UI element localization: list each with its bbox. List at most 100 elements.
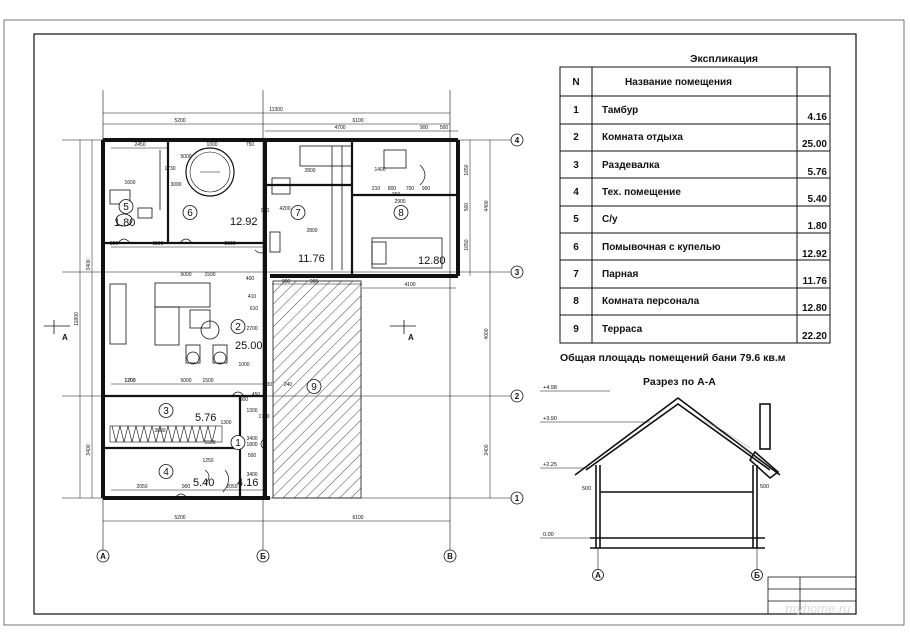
room-4-number: 4 <box>163 467 169 478</box>
header-name: Название помещения <box>625 77 732 88</box>
dim-inner-32: 900 <box>240 397 249 403</box>
room-9-marker <box>306 379 322 394</box>
dim-right_c: 3400 <box>484 444 490 455</box>
dim-inner-12: 900 <box>422 186 431 192</box>
room-7-area: 11.76 <box>298 253 325 265</box>
lounge-furniture <box>109 282 228 365</box>
dim-inner-7: 2800 <box>304 168 315 174</box>
dim-inner-18: 800 <box>110 241 119 247</box>
section-dim-right: 500 <box>760 484 769 490</box>
row-8-num: 8 <box>573 296 579 307</box>
dim-inner-27: 2700 <box>246 326 257 332</box>
row-8-name: Комната персонала <box>602 296 700 307</box>
row-9-name: Терраса <box>602 324 643 335</box>
row-1-area: 4.16 <box>808 112 828 123</box>
dim-inner-6: 1600 <box>124 180 135 186</box>
room-6-number: 6 <box>187 208 193 219</box>
dim-inner-2: 750 <box>246 142 255 148</box>
row-2-area: 25.00 <box>802 139 827 150</box>
room-2-number: 2 <box>235 322 241 333</box>
dim-inner-21: 1500 <box>204 272 215 278</box>
room-8-marker <box>393 205 409 220</box>
room-5-marker <box>118 199 134 214</box>
room-7-number: 7 <box>295 208 301 219</box>
dim-inner-4: 1730 <box>164 166 175 172</box>
room-5-area: 1.80 <box>114 217 135 229</box>
row-7-num: 7 <box>573 269 579 280</box>
dim-inner-13: 360 <box>392 192 401 198</box>
axis-row-2: 2 <box>515 392 520 401</box>
dim-inner-44: 3400 <box>246 436 257 442</box>
dim-inner-8: 1400 <box>374 167 385 173</box>
section-title: Разрез по А-А <box>643 376 716 388</box>
axis-row-1: 1 <box>515 494 520 503</box>
dim-inner-43: 3600 <box>154 428 165 434</box>
dim-inner-39: 900 <box>182 484 191 490</box>
row-2-num: 2 <box>573 132 579 143</box>
row-2-name: Комната отдыха <box>602 132 683 143</box>
room-8-number: 8 <box>398 208 404 219</box>
row-5-num: 5 <box>573 214 579 225</box>
dim-top_b: 6100 <box>352 118 363 124</box>
room-2-area: 25.00 <box>235 340 263 352</box>
dim-inner-42: 1500 <box>204 440 215 446</box>
dim-right_f: 500 <box>464 203 470 212</box>
row-1-name: Тамбур <box>602 104 638 116</box>
axis-col-b: Б <box>260 552 266 561</box>
room-5-number: 5 <box>123 202 129 213</box>
room-6-area: 12.92 <box>230 216 258 228</box>
row-6-name: Помывочная с купелью <box>602 242 721 253</box>
row-7-area: 11.76 <box>803 276 828 287</box>
room-2-marker <box>230 319 246 334</box>
row-5-name: С/у <box>602 214 618 225</box>
dim-right_a: 4400 <box>484 200 490 211</box>
inner-frame <box>33 33 857 615</box>
room-3-area: 5.76 <box>195 412 216 424</box>
room-7-marker <box>290 205 306 220</box>
dim-top_total: 11300 <box>269 107 283 113</box>
section-cut-marker <box>44 320 416 334</box>
dim-top_c: 4700 <box>334 125 345 131</box>
dim-left_a: 3400 <box>86 259 92 270</box>
section-dim-left: 500 <box>582 486 591 492</box>
dim-inner-10: 800 <box>388 186 397 192</box>
title-block <box>767 576 857 615</box>
dim-right_b: 4000 <box>484 328 490 339</box>
dim-inner-49: 610 <box>250 306 259 312</box>
dim-inner-48: 1750 <box>258 414 269 420</box>
dimension-lines <box>79 112 491 522</box>
explication-title: Экспликация <box>690 53 758 65</box>
dim-inner-36: 500 <box>248 453 257 459</box>
axis-col-v: В <box>447 552 453 561</box>
room-1-number: 1 <box>235 438 241 449</box>
dim-inner-17: 900 <box>261 208 270 214</box>
dim-inner-0: 2450 <box>134 142 145 148</box>
dim-inner-23: 400 <box>246 276 255 282</box>
room-8-area: 12.80 <box>418 255 446 267</box>
dim-inner-31: 5000 <box>180 378 191 384</box>
dim-inner-5: 3000 <box>170 182 181 188</box>
row-8-area: 12.80 <box>802 303 827 314</box>
section-axis-b: Б <box>754 571 760 580</box>
dim-inner-33: 1300 <box>246 408 257 414</box>
row-3-num: 3 <box>573 160 579 171</box>
row-9-area: 22.20 <box>802 331 827 342</box>
dim-inner-9: 210 <box>372 186 381 192</box>
room-4-area: 5.40 <box>193 477 214 489</box>
dim-top_e: 500 <box>440 125 449 131</box>
dim-inner-28: 1200 <box>124 378 135 384</box>
total-area: Общая площадь помещений бани 79.6 кв.м <box>560 352 786 364</box>
dim-inner-1: 1000 <box>206 142 217 148</box>
dim-left_b: 3400 <box>86 444 92 455</box>
dim-top_d: 900 <box>420 125 429 131</box>
dim-inner-16: 4200 <box>279 206 290 212</box>
row-6-num: 6 <box>573 242 579 253</box>
room-4-marker <box>158 464 174 479</box>
dim-inner-34: 1300 <box>220 420 231 426</box>
dim-inner-45: 3400 <box>246 472 257 478</box>
level-2: +3.90 <box>543 416 557 422</box>
room-1-area: 4.16 <box>237 477 258 489</box>
dim-inner-26: 4100 <box>404 282 415 288</box>
floor-plan <box>44 90 524 563</box>
